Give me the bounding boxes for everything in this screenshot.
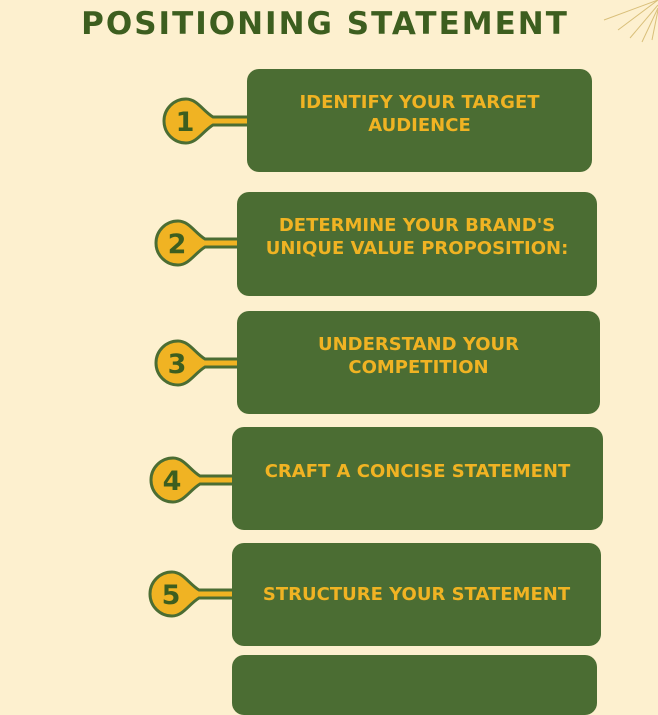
step-label: DETERMINE YOUR BRAND'S UNIQUE VALUE PROP… (265, 215, 569, 259)
step-card-4: CRAFT A CONCISE STATEMENT (232, 427, 603, 530)
step-number-pin-icon: 2 (154, 219, 243, 267)
step-card-3: UNDERSTAND YOUR COMPETITION (237, 311, 600, 414)
step-number: 1 (176, 107, 195, 138)
step-number: 2 (168, 229, 187, 260)
step-label: CRAFT A CONCISE STATEMENT (264, 461, 571, 482)
step-card-5: STRUCTURE YOUR STATEMENT (232, 543, 601, 646)
step-number: 3 (168, 349, 187, 380)
step-card-1: IDENTIFY YOUR TARGET AUDIENCE (247, 69, 592, 172)
page-title: POSITIONING STATEMENT (81, 6, 569, 42)
step-label: IDENTIFY YOUR TARGET AUDIENCE (299, 91, 540, 136)
step-label: UNDERSTAND YOUR COMPETITION (318, 333, 519, 378)
step-number: 5 (162, 580, 181, 611)
step-card-6 (232, 655, 597, 715)
step-label: STRUCTURE YOUR STATEMENT (262, 584, 571, 605)
step-number-pin-icon: 1 (162, 97, 253, 145)
step-number: 4 (163, 466, 182, 497)
decorative-rays-icon (603, 0, 658, 43)
step-number-pin-icon: 4 (149, 456, 238, 504)
step-number-pin-icon: 5 (148, 570, 238, 618)
step-card-2: DETERMINE YOUR BRAND'S UNIQUE VALUE PROP… (237, 192, 597, 296)
step-number-pin-icon: 3 (154, 339, 243, 387)
